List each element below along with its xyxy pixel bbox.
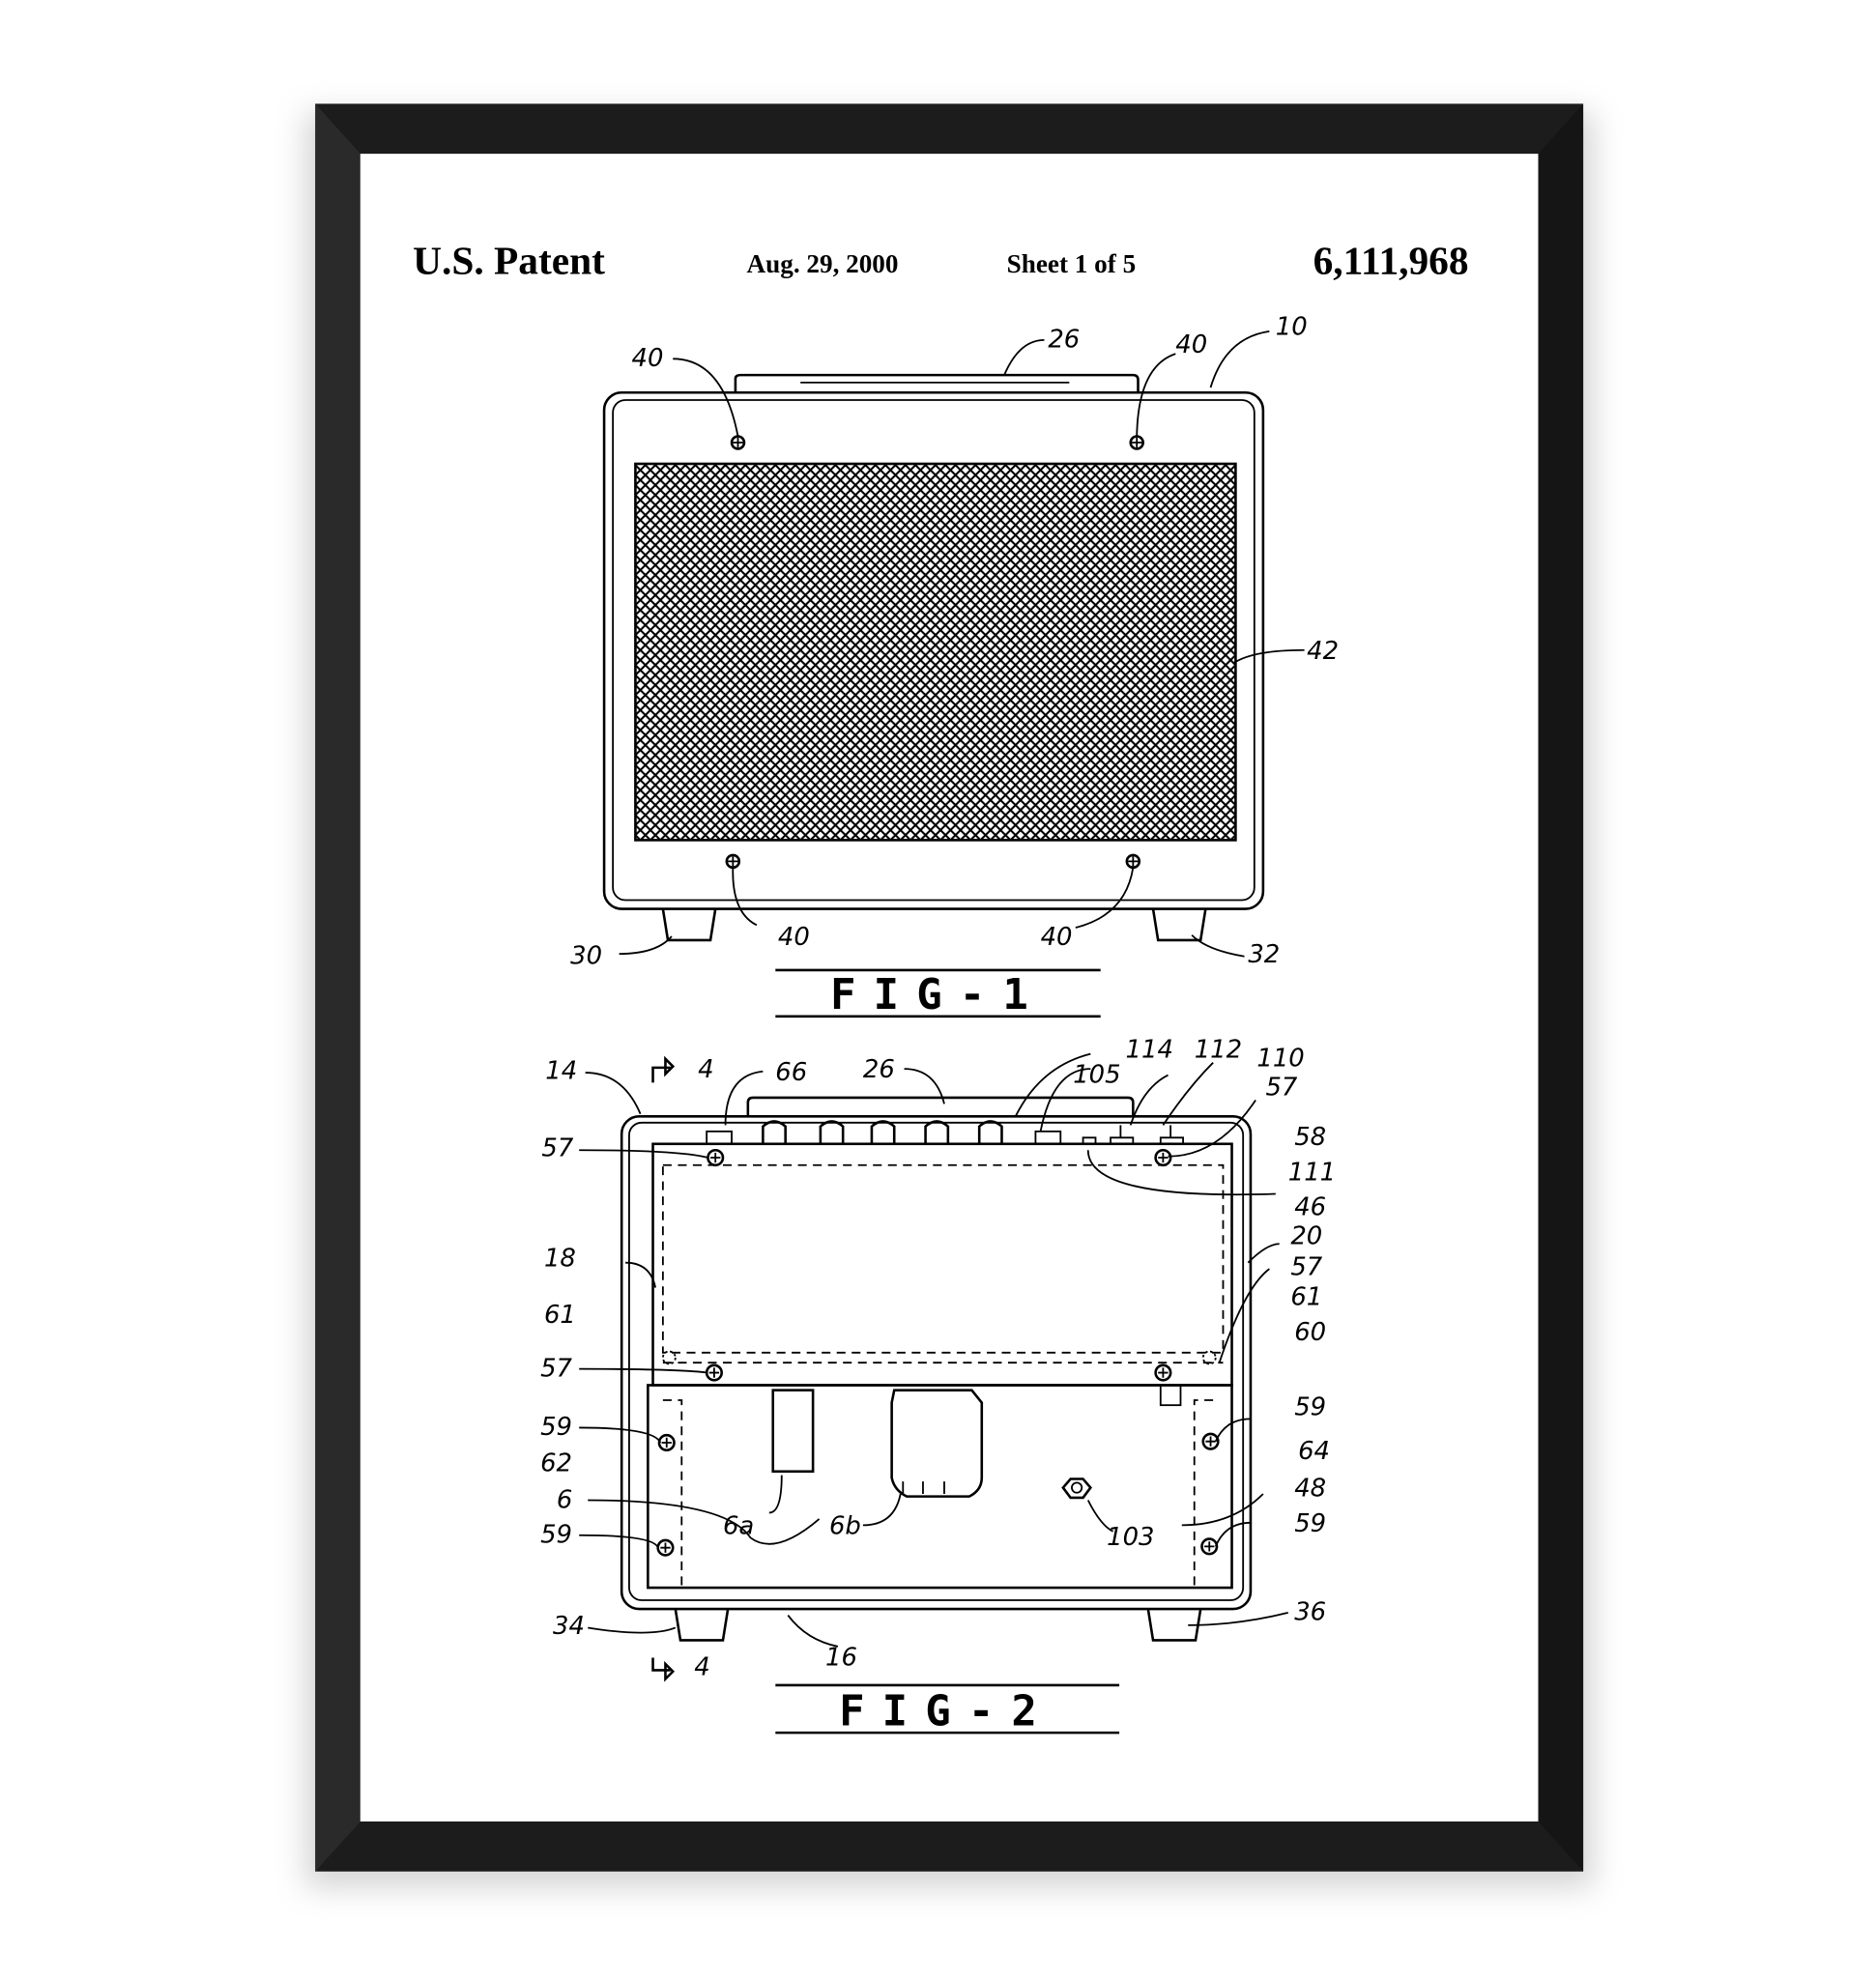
reference-label: 60 — [1294, 1318, 1326, 1347]
reference-label: 59 — [540, 1413, 572, 1442]
sheet-number: Sheet 1 of 5 — [1007, 249, 1137, 278]
reference-label: 26 — [863, 1055, 895, 1084]
screw-icons — [656, 1148, 1220, 1557]
vacuum-tube — [890, 1389, 984, 1498]
picture-frame — [315, 103, 1584, 1872]
patent-number: 6,111,968 — [1313, 238, 1469, 282]
reference-label: 14 — [545, 1057, 577, 1086]
reference-label: 105 — [1073, 1060, 1120, 1089]
reference-label: 57 — [1265, 1073, 1297, 1102]
reference-label: 26 — [1048, 326, 1080, 355]
figure-1-caption: FIG-1 — [775, 968, 1101, 1019]
reference-label: 18 — [544, 1245, 576, 1274]
reference-label: 112 — [1195, 1036, 1242, 1065]
reference-label: 57 — [1290, 1253, 1322, 1282]
reference-label: 59 — [1294, 1393, 1326, 1422]
figure-2-caption: FIG-2 — [775, 1683, 1120, 1735]
reference-label: 61 — [544, 1301, 576, 1330]
transformer — [771, 1389, 815, 1474]
reference-label: 62 — [540, 1449, 572, 1478]
reference-label: 110 — [1256, 1045, 1304, 1074]
reference-label: 114 — [1126, 1036, 1173, 1065]
reference-label: 30 — [570, 941, 602, 970]
reference-label: 4 — [694, 1653, 709, 1682]
reference-label: 40 — [1175, 330, 1207, 359]
reference-label: 16 — [825, 1643, 857, 1672]
reference-label: 59 — [540, 1520, 572, 1549]
patent-date: Aug. 29, 2000 — [747, 249, 899, 278]
reference-label: 32 — [1248, 940, 1280, 969]
reference-label: 20 — [1290, 1221, 1322, 1250]
figure-2-caption-text: FIG-2 — [839, 1686, 1054, 1735]
reference-label: 36 — [1294, 1598, 1326, 1627]
jack-nut — [1061, 1477, 1092, 1500]
reference-label: 61 — [1290, 1283, 1322, 1312]
reference-label: 48 — [1294, 1475, 1326, 1504]
knob-icons — [706, 1120, 1184, 1145]
reference-label: 4 — [698, 1055, 713, 1084]
patent-title: U.S. Patent — [413, 238, 605, 282]
speaker-grille — [634, 462, 1237, 842]
reference-label: 66 — [775, 1058, 807, 1087]
reference-label: 40 — [1041, 923, 1073, 952]
reference-label: 34 — [553, 1612, 585, 1641]
reference-label: 6 — [557, 1485, 572, 1514]
reference-label: 59 — [1294, 1509, 1326, 1538]
reference-label: 58 — [1294, 1123, 1326, 1152]
reference-label: 40 — [778, 923, 810, 952]
reference-label: 111 — [1288, 1158, 1336, 1187]
figure-2-amplifier-rear: 14 4 66 26 114 105 112 110 57 58 57 111 … — [540, 1036, 1336, 1682]
paper — [360, 154, 1539, 1821]
reference-label: 46 — [1294, 1193, 1326, 1222]
reference-label: 6b — [829, 1511, 861, 1540]
reference-label: 57 — [541, 1134, 573, 1163]
figure-1-caption-text: FIG-1 — [830, 970, 1046, 1019]
reference-label: 40 — [632, 344, 664, 373]
figure-1-amplifier-front: 40 26 40 10 42 30 40 40 32 — [570, 313, 1339, 971]
reference-label: 64 — [1298, 1437, 1330, 1466]
reference-label: 103 — [1107, 1523, 1154, 1552]
reference-label: 10 — [1276, 313, 1308, 342]
reference-label: 42 — [1307, 637, 1339, 666]
reference-label: 57 — [540, 1354, 572, 1383]
reference-label: 6a — [723, 1511, 754, 1540]
